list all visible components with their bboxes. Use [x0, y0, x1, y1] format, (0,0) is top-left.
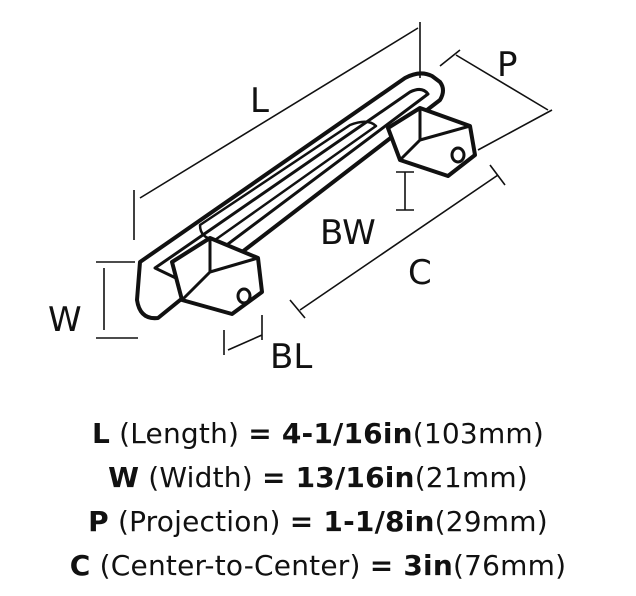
spec-letter: W: [108, 461, 140, 494]
label-BW: BW: [320, 213, 376, 253]
spec-metric: (76mm): [452, 549, 567, 582]
spec-value: = 13/16in: [261, 461, 415, 494]
spec-center-to-center: C (Center-to-Center) = 3in(76mm): [0, 544, 636, 588]
handle-recess: [198, 120, 378, 242]
spec-list: L (Length) = 4-1/16in(103mm) W (Width) =…: [0, 412, 636, 588]
bw-dimension-line: [396, 171, 414, 211]
w-dimension-line: [96, 261, 138, 339]
spec-value: = 1-1/8in: [289, 505, 435, 538]
bl-dimension-line: [223, 315, 263, 355]
spec-width: W (Width) = 13/16in(21mm): [0, 456, 636, 500]
handle-bar-inner: [153, 87, 430, 282]
spec-length: L (Length) = 4-1/16in(103mm): [0, 412, 636, 456]
spec-name: (Width): [148, 461, 253, 494]
length-dimension-line: [133, 22, 421, 240]
left-screw-hole: [236, 287, 252, 305]
spec-name: (Center-to-Center): [99, 549, 361, 582]
spec-name: (Length): [119, 417, 240, 450]
spec-value: = 4-1/16in: [248, 417, 413, 450]
projection-dimension-line: [439, 49, 553, 151]
spec-letter: P: [88, 505, 109, 538]
spec-metric: (21mm): [414, 461, 528, 494]
handle-bar: [135, 71, 445, 321]
label-W: W: [48, 300, 82, 340]
cabinet-pull-drawing: [96, 22, 553, 355]
spec-value: = 3in: [369, 549, 453, 582]
spec-metric: (29mm): [434, 505, 548, 538]
spec-letter: C: [69, 549, 91, 582]
spec-metric: (103mm): [412, 417, 545, 450]
spec-projection: P (Projection) = 1-1/8in(29mm): [0, 500, 636, 544]
c-dimension-line: [289, 164, 506, 319]
right-screw-hole: [450, 146, 466, 164]
spec-name: (Projection): [117, 505, 281, 538]
spec-letter: L: [91, 417, 110, 450]
label-C: C: [408, 253, 432, 293]
right-post: [386, 106, 477, 178]
label-BL: BL: [270, 337, 313, 377]
label-P: P: [497, 45, 518, 85]
label-L: L: [250, 81, 269, 121]
